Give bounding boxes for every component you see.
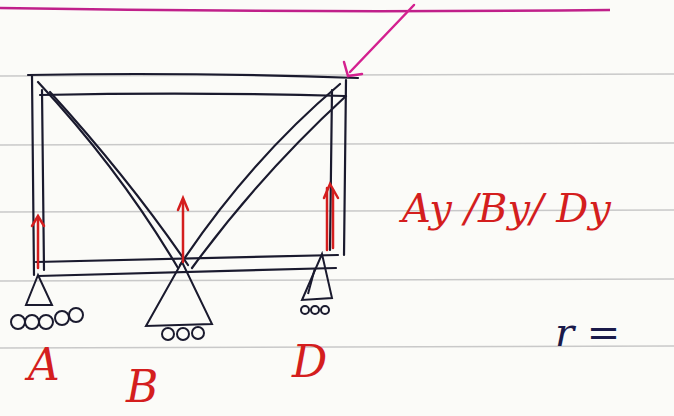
margin-line (0, 8, 610, 11)
paper-lines (0, 74, 674, 348)
supports (11, 254, 332, 340)
load-arrow (344, 5, 414, 76)
note-text: r = (555, 312, 620, 352)
support-label: D (292, 340, 327, 384)
support-label: B (126, 365, 158, 409)
reaction-arrows (32, 184, 338, 268)
support-label: A (28, 343, 60, 387)
reaction-list: Ay /By/ Dy (402, 188, 611, 228)
frame (28, 74, 358, 276)
